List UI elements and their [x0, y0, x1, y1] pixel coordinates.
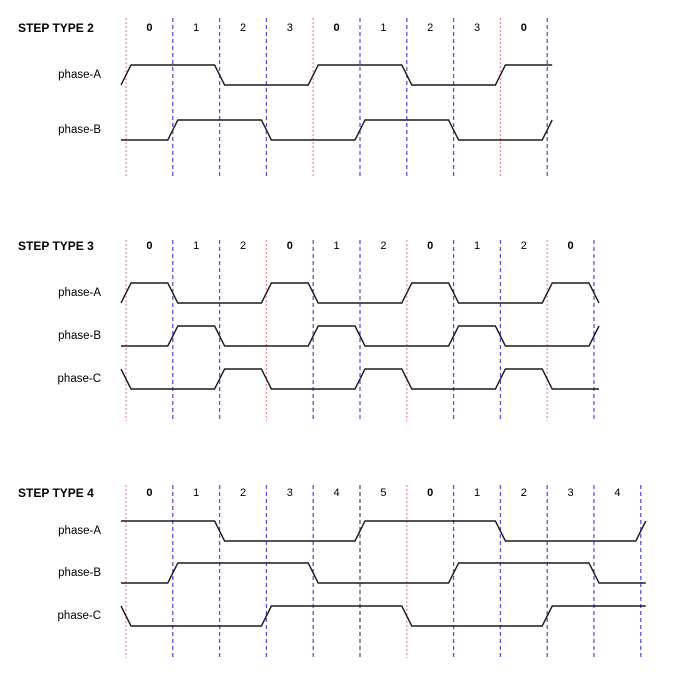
- step-number-label: 0: [146, 240, 153, 252]
- step-number-label: 3: [567, 487, 574, 499]
- step-number-label: 0: [520, 22, 527, 34]
- waveform-phase-a: [120, 282, 600, 304]
- waveform-phase-b: [121, 119, 553, 141]
- phase-label-phase-b: phase-B: [58, 124, 101, 136]
- step-number-label: 2: [239, 240, 247, 252]
- phase-label-phase-b: phase-B: [58, 330, 101, 342]
- phase-label-phase-a: phase-A: [58, 287, 101, 299]
- phase-label-phase-c: phase-C: [57, 373, 101, 385]
- step-number-label: 1: [193, 240, 200, 252]
- step-number-label: 0: [286, 240, 293, 252]
- phase-label-phase-a: phase-A: [58, 525, 101, 537]
- step-number-label: 3: [286, 487, 293, 499]
- phase-label-phase-b: phase-B: [58, 567, 101, 579]
- section-title-step-type-3: STEP TYPE 3: [18, 239, 94, 253]
- step-number-label: 0: [333, 22, 340, 34]
- step-number-label: 0: [427, 240, 434, 252]
- waveform-phase-b: [121, 562, 646, 584]
- waveform-phase-a: [121, 520, 647, 542]
- step-number-label: 1: [193, 487, 200, 499]
- step-number-label: 3: [473, 22, 481, 34]
- step-number-label: 2: [520, 487, 527, 499]
- section-title-step-type-4: STEP TYPE 4: [18, 486, 94, 500]
- step-number-label: 0: [146, 487, 153, 499]
- step-number-label: 2: [239, 487, 247, 499]
- step-number-label: 1: [473, 240, 481, 252]
- step-number-label: 2: [380, 240, 387, 252]
- step-number-label: 2: [239, 22, 247, 34]
- step-number-label: 0: [146, 22, 153, 34]
- step-number-label: 3: [286, 22, 293, 34]
- step-number-label: 1: [473, 487, 481, 499]
- waveform-phase-c: [120, 368, 599, 390]
- step-number-label: 5: [380, 487, 387, 499]
- step-number-label: 1: [380, 22, 387, 34]
- step-number-label: 0: [427, 487, 434, 499]
- phase-label-phase-c: phase-C: [57, 610, 101, 622]
- step-number-label: 2: [520, 240, 527, 252]
- waveform-phase-a: [120, 64, 553, 86]
- section-title-step-type-2: STEP TYPE 2: [18, 21, 94, 35]
- step-number-label: 1: [193, 22, 200, 34]
- step-number-label: 0: [567, 240, 574, 252]
- step-number-label: 1: [333, 240, 340, 252]
- step-number-label: 4: [614, 487, 621, 499]
- step-number-label: 2: [427, 22, 434, 34]
- step-number-label: 4: [333, 487, 340, 499]
- waveform-phase-c: [120, 605, 646, 627]
- phase-label-phase-a: phase-A: [58, 69, 101, 81]
- waveform-phase-b: [121, 325, 600, 347]
